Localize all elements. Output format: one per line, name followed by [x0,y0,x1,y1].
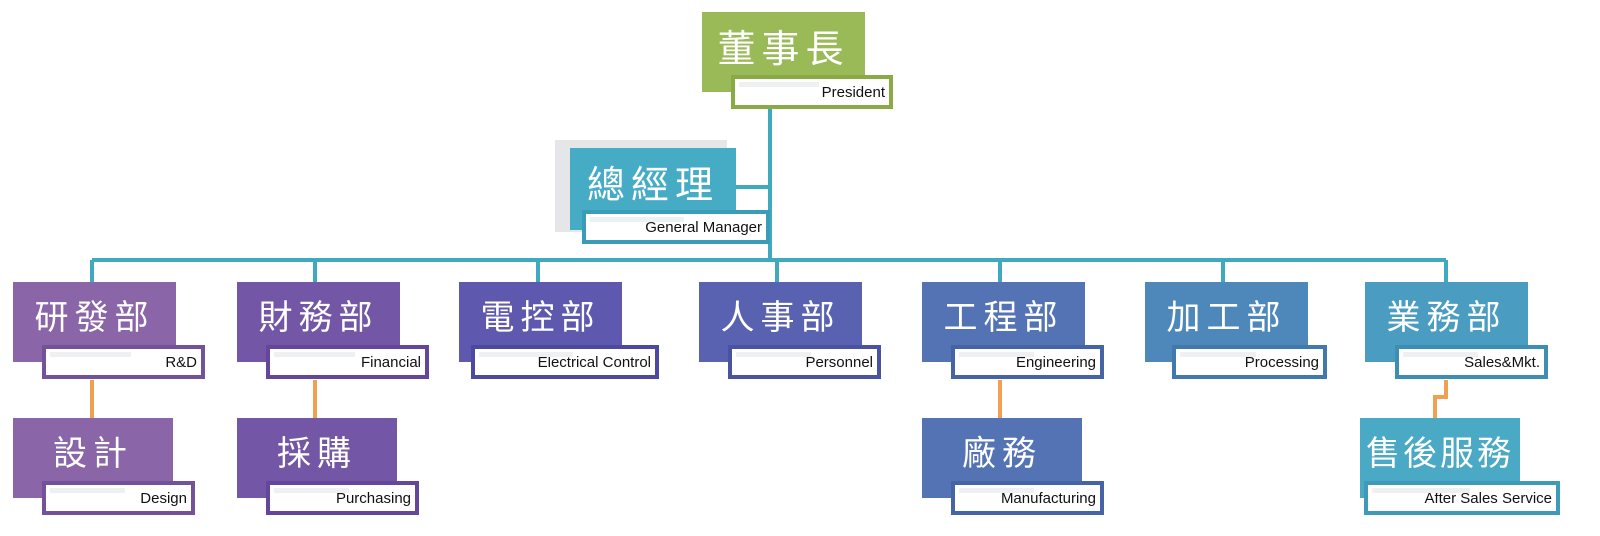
sub-dept-subtitle: Purchasing [266,481,419,515]
sales-to-after-sales-line [1433,380,1448,418]
dept-subtitle: R&D [42,345,205,379]
sub-dept-subtitle: After Sales Service [1364,481,1560,515]
general-manager-subtitle: General Manager [582,210,770,244]
sub-dept-subtitle: Design [42,481,195,515]
dept-subtitle: Personnel [728,345,881,379]
dept-subtitle: Electrical Control [471,345,659,379]
dept-subtitle: Sales&Mkt. [1395,345,1548,379]
dept-subtitle: Engineering [951,345,1104,379]
sub-dept-subtitle: Manufacturing [951,481,1104,515]
dept-title: 人事部 [699,282,862,362]
president-subtitle: President [731,75,893,109]
dept-subtitle: Processing [1172,345,1327,379]
dept-subtitle: Financial [266,345,429,379]
